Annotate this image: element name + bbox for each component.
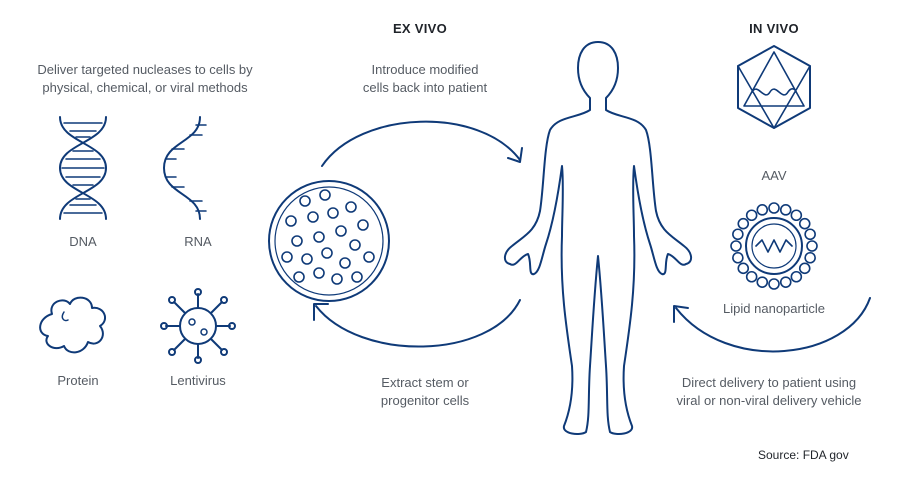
lipid-head — [806, 240, 818, 252]
lipid-nanoparticle-label: Lipid nanoparticle — [723, 301, 825, 316]
lipid-head — [790, 270, 803, 283]
lipid-head — [768, 202, 780, 214]
arrow-to-dish — [315, 299, 521, 348]
lipid-head — [732, 228, 744, 241]
aav-label: AAV — [761, 168, 787, 183]
lipid-head — [737, 217, 750, 230]
in-vivo-arrow — [673, 297, 871, 353]
arrow-to-dish-head — [313, 303, 329, 321]
lipid-head — [779, 276, 792, 288]
lipid-head — [804, 228, 816, 241]
lipid-head — [732, 251, 744, 264]
lipid-head — [737, 262, 750, 275]
lipid-head — [730, 240, 742, 252]
lipid-head — [798, 262, 811, 275]
rna-icon — [163, 116, 207, 220]
lipid-head — [804, 251, 816, 264]
ex-vivo-heading: EX VIVO — [392, 21, 448, 36]
lipid-head — [756, 276, 769, 288]
patient-figure-icon — [504, 41, 692, 435]
ex-vivo-cycle — [313, 120, 523, 348]
cell-dish-icon — [268, 180, 390, 302]
source-note: Source: FDA gov — [758, 448, 849, 462]
protein-icon — [39, 296, 107, 354]
rna-label: RNA — [184, 234, 212, 249]
introduce-cells-text: Introduce modified cells back into patie… — [362, 62, 488, 95]
lipid-head — [798, 217, 811, 230]
lipid-nanoparticle-icon — [730, 202, 818, 290]
lipid-head — [745, 209, 758, 222]
lipid-head — [768, 278, 780, 290]
arrow-to-patient — [321, 120, 521, 167]
lipid-head — [756, 204, 769, 216]
delivery-methods-intro: Deliver targeted nucleases to cells by p… — [37, 62, 253, 95]
aav-icon — [737, 45, 811, 129]
lipid-head — [779, 204, 792, 216]
in-vivo-heading: IN VIVO — [749, 21, 799, 36]
lipid-head — [790, 209, 803, 222]
direct-delivery-text: Direct delivery to patient using viral o… — [676, 375, 862, 408]
lentivirus-icon — [160, 288, 236, 364]
dna-icon — [59, 116, 107, 220]
arrow-to-patient-head — [507, 147, 523, 163]
lipid-head — [745, 270, 758, 283]
dna-label: DNA — [69, 234, 97, 249]
lentivirus-label: Lentivirus — [170, 373, 226, 388]
protein-label: Protein — [57, 373, 99, 388]
extract-cells-text: Extract stem or progenitor cells — [380, 375, 470, 408]
